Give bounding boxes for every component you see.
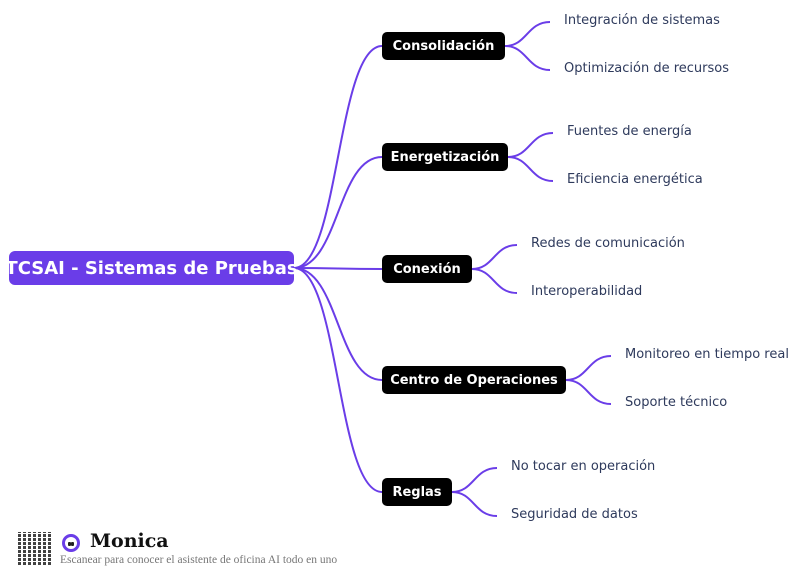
tagline: Escanear para conocer el asistente de of… (60, 554, 338, 566)
branch-node[interactable]: Centro de Operaciones (382, 366, 566, 394)
brand-name: Monica (90, 530, 169, 552)
root-branch-link (293, 267, 383, 270)
leaf-node[interactable]: Eficiencia energética (567, 172, 703, 187)
leaf-node[interactable]: No tocar en operación (511, 459, 656, 474)
branch-node[interactable]: Energetización (382, 143, 508, 171)
branch-leaf-link (507, 156, 554, 182)
branch-leaf-link (504, 45, 551, 71)
root-branch-link (293, 267, 383, 381)
root-branch-link (293, 156, 383, 269)
leaf-node[interactable]: Optimización de recursos (564, 61, 730, 76)
leaf-node[interactable]: Redes de comunicación (531, 236, 685, 251)
leaf-node[interactable]: Monitoreo en tiempo real (625, 347, 789, 362)
root-branch-link (293, 267, 383, 493)
qr-code-icon (18, 532, 51, 565)
leaf-node[interactable]: Soporte técnico (625, 395, 728, 410)
branch-node[interactable]: Conexión (382, 255, 472, 283)
root-branch-link (293, 45, 383, 269)
branch-node[interactable]: Reglas (382, 478, 452, 506)
leaf-node[interactable]: Fuentes de energía (567, 124, 692, 139)
root-node[interactable]: TCSAI - Sistemas de Pruebas (5, 251, 298, 285)
branch-leaf-link (471, 244, 518, 270)
leaf-node[interactable]: Interoperabilidad (531, 284, 643, 299)
branch-leaf-link (507, 132, 554, 158)
branch-leaf-link (471, 268, 518, 294)
branch-leaf-link (565, 355, 612, 381)
leaf-node[interactable]: Seguridad de datos (511, 507, 638, 522)
branch-leaf-link (451, 467, 498, 493)
branch-leaf-link (504, 21, 551, 47)
branch-leaf-link (565, 379, 612, 405)
monica-logo-icon (62, 534, 80, 552)
leaf-node[interactable]: Integración de sistemas (564, 13, 720, 28)
branch-node[interactable]: Consolidación (382, 32, 505, 60)
branch-leaf-link (451, 491, 498, 517)
